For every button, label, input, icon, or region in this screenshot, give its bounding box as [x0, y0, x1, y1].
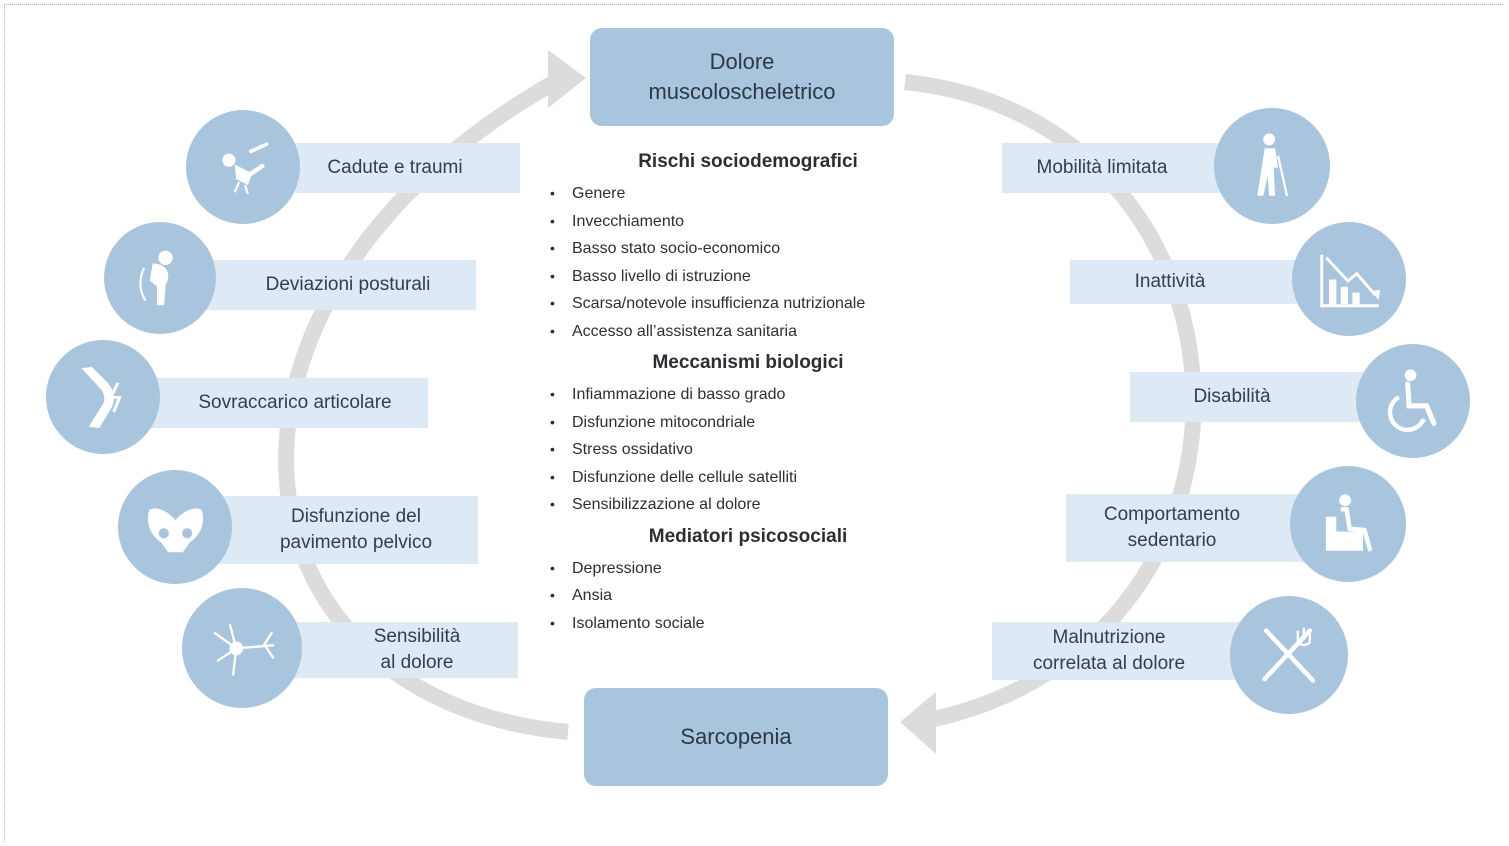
top-arrowhead: [548, 50, 586, 108]
pelvis-icon: [118, 470, 232, 584]
list-item: Ansia: [548, 582, 948, 610]
right-factor-label: Inattività: [1134, 271, 1206, 292]
walking-cane-icon: [1214, 108, 1330, 224]
bullet-list: Infiammazione di basso grado Disfunzione…: [548, 381, 948, 519]
list-item: Stress ossidativo: [548, 436, 948, 464]
list-item: Sensibilizzazione al dolore: [548, 491, 948, 519]
list-item: Disfunzione delle cellule satelliti: [548, 464, 948, 492]
list-item: Genere: [548, 180, 948, 208]
left-factor-falls: Cadute e traumi: [256, 143, 520, 193]
section-title: Rischi sociodemografici: [638, 151, 858, 172]
left-factor-pelvic-floor: Disfunzione del pavimento pelvico: [196, 496, 478, 564]
right-factor-limited-mobility: Mobilità limitata: [1002, 143, 1246, 193]
right-factor-sedentary: Comportamento sedentario: [1066, 494, 1328, 562]
bottom-arrowhead: [900, 692, 936, 754]
left-factor-label: Disfunzione del pavimento pelvico: [279, 506, 433, 553]
bottom-box-sarcopenia: Sarcopenia: [584, 688, 888, 786]
left-factor-label: Deviazioni posturali: [265, 274, 431, 295]
neuron-icon: [182, 588, 302, 708]
left-factor-label: Sensibilità al dolore: [373, 626, 461, 673]
list-item: Scarsa/notevole insufficienza nutriziona…: [548, 290, 948, 318]
figure-frame: [4, 4, 1503, 842]
declining-chart-icon: [1292, 222, 1406, 336]
right-factor-inactivity: Inattività: [1070, 260, 1330, 304]
section-title: Mediatori psicosociali: [648, 525, 848, 547]
left-factor-posture: Deviazioni posturali: [190, 260, 476, 310]
left-factor-pain-sensitivity: Sensibilità al dolore: [270, 622, 518, 678]
right-factor-label: Comportamento sedentario: [1103, 504, 1241, 551]
top-box-musculoskeletal-pain: Dolore muscoloscheletrico: [590, 28, 894, 126]
list-item: Accesso all’assistenza sanitaria: [548, 318, 948, 346]
center-content: Rischi sociodemografici Genere Invecchia…: [548, 148, 948, 641]
list-item: Isolamento sociale: [548, 610, 948, 638]
falling-person-icon: [186, 110, 300, 224]
left-factor-joint-overload: Sovraccarico articolare: [122, 378, 428, 428]
left-factor-label: Cadute e traumi: [327, 157, 463, 178]
right-factor-label: Mobilità limitata: [1036, 157, 1168, 178]
list-item: Depressione: [548, 555, 948, 583]
armchair-person-icon: [1290, 466, 1406, 582]
right-factor-malnutrition: Malnutrizione correlata al dolore: [992, 622, 1256, 680]
knee-joint-icon: [46, 340, 160, 454]
section-title: Meccanismi biologici: [652, 352, 844, 373]
list-item: Infiammazione di basso grado: [548, 381, 948, 409]
list-item: Basso stato socio-economico: [548, 235, 948, 263]
wheelchair-icon: [1356, 344, 1470, 458]
right-factor-disability: Disabilità: [1130, 372, 1392, 422]
bullet-list: Depressione Ansia Isolamento sociale: [548, 555, 948, 638]
list-item: Invecchiamento: [548, 208, 948, 236]
fork-knife-icon: [1230, 596, 1348, 714]
left-factor-label: Sovraccarico articolare: [198, 392, 392, 413]
right-factor-label: Disabilità: [1193, 386, 1271, 407]
bullet-list: Genere Invecchiamento Basso stato socio-…: [548, 180, 948, 345]
list-item: Disfunzione mitocondriale: [548, 409, 948, 437]
bent-posture-icon: [104, 222, 216, 334]
list-item: Basso livello di istruzione: [548, 263, 948, 291]
right-factor-label: Malnutrizione correlata al dolore: [1032, 627, 1186, 674]
